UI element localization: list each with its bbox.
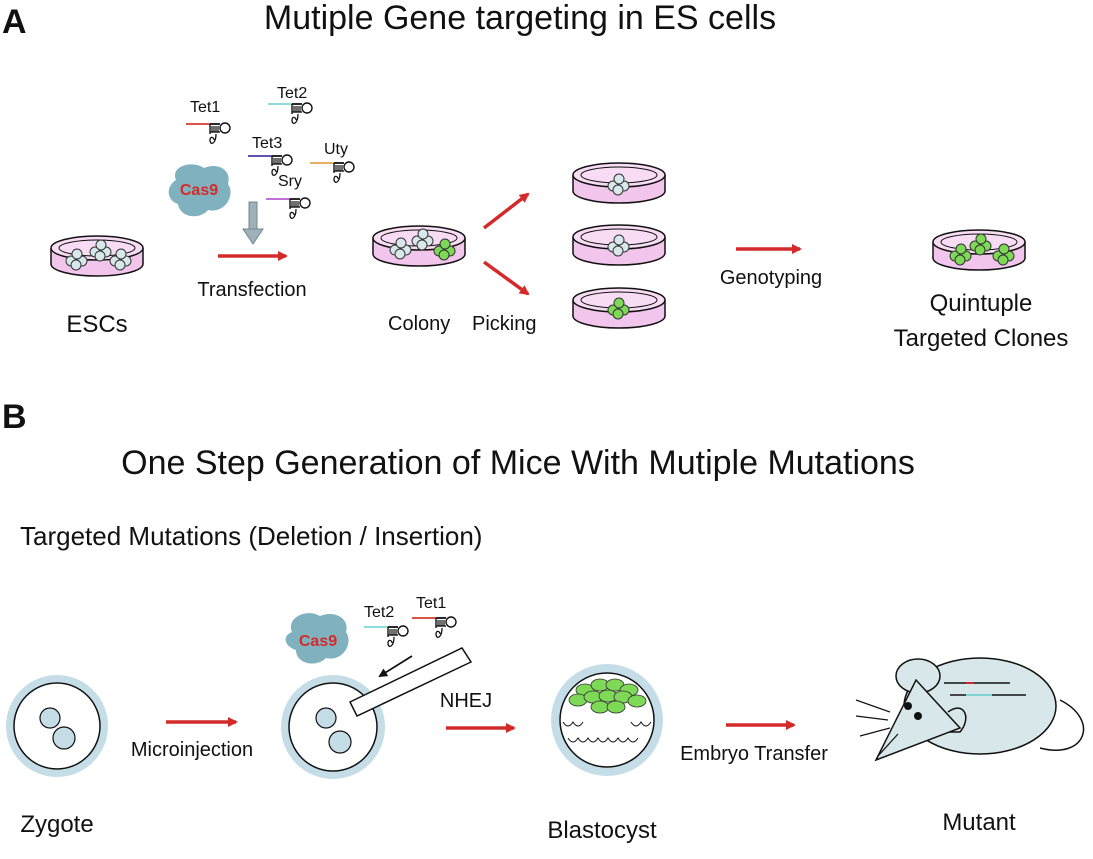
sgrna-tet2-b: Tet2 [363, 604, 409, 648]
picked-dish-2 [572, 224, 666, 266]
transfection-label: Transfection [197, 279, 306, 301]
picked-dish-3 [572, 287, 666, 329]
sgrna-uty: Uty [309, 141, 355, 184]
mouse-genome-marks [944, 682, 1026, 696]
injected-zygote [281, 675, 385, 779]
zygote [6, 675, 108, 777]
microinjection-label: Microinjection [131, 739, 253, 761]
gray-down-arrow [242, 201, 264, 245]
sgrna-sry-label: Sry [278, 173, 302, 190]
cas9-label-a: Cas9 [180, 182, 218, 199]
mutant-mouse [855, 657, 1085, 762]
panel-b-title: One Step Generation of Mice With Mutiple… [121, 444, 915, 482]
injection-direction-arrow [378, 655, 413, 678]
mouse-tail [1039, 699, 1085, 751]
cas9-protein-a: Cas9 [168, 164, 231, 217]
branch-arrow-up [482, 192, 530, 230]
quintuple-dish [932, 229, 1026, 271]
escs-label: ESCs [66, 311, 127, 338]
result-line-2: Targeted Clones [894, 325, 1069, 352]
panel-a-letter: A [2, 3, 27, 41]
inner-cell-mass [568, 678, 647, 714]
zygote-label: Zygote [20, 811, 93, 838]
result-line-1: Quintuple [930, 290, 1033, 317]
sgrna-tet1-b-label: Tet1 [416, 595, 446, 612]
sgrna-tet3-label: Tet3 [252, 135, 282, 152]
branch-arrow-down [482, 260, 530, 296]
panel-a-title: Mutiple Gene targeting in ES cells [264, 0, 776, 37]
mouse-eye-2 [914, 712, 922, 720]
picked-dish-1 [572, 162, 666, 204]
genotyping-label: Genotyping [720, 267, 822, 289]
sgrna-uty-label: Uty [324, 141, 348, 158]
colony-label: Colony [388, 313, 450, 335]
sgrna-tet1: Tet1 [185, 99, 231, 145]
sgrna-tet1-b: Tet1 [411, 595, 457, 639]
cas9-label-b: Cas9 [299, 633, 337, 650]
sgrna-tet3: Tet3 [247, 135, 293, 177]
cas9-protein-b: Cas9 [285, 613, 349, 664]
sgrna-sry: Sry [265, 173, 311, 220]
mouse-eye-1 [904, 702, 912, 710]
sgrna-tet1-label: Tet1 [190, 99, 220, 116]
panel-b-letter: B [2, 398, 27, 436]
nhej-label: NHEJ [440, 690, 492, 712]
mutant-label: Mutant [942, 809, 1016, 836]
mouse-whiskers [855, 699, 899, 757]
sgrna-tet2-b-label: Tet2 [364, 604, 394, 621]
escs-dish [50, 235, 144, 277]
blastocyst-label: Blastocyst [547, 817, 657, 844]
micropipette [348, 647, 473, 717]
sgrna-tet2: Tet2 [267, 85, 313, 125]
panel-b-subtitle: Targeted Mutations (Deletion / Insertion… [20, 521, 482, 551]
embryo-transfer-label: Embryo Transfer [680, 743, 828, 765]
transfected-dish [372, 225, 466, 267]
sgrna-tet2-label: Tet2 [277, 85, 307, 102]
blastocyst [551, 664, 663, 776]
picking-label: Picking [472, 313, 536, 335]
